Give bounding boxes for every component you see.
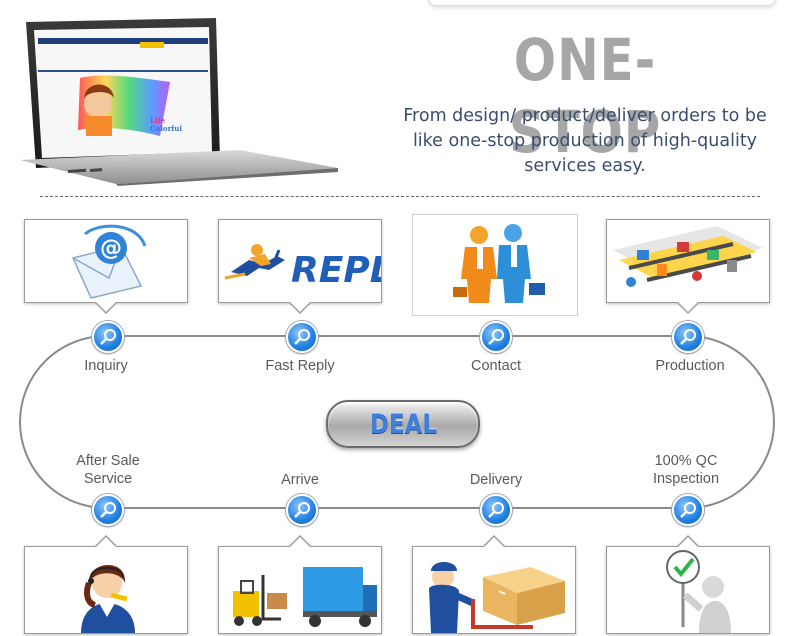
step-label-qc: 100% QC Inspection	[616, 452, 756, 488]
after-sale-line-2: Service	[83, 471, 133, 487]
after-sale-line-1: After Sale	[76, 453, 140, 469]
fast-reply-card: REPLY	[218, 219, 382, 314]
dashed-divider	[40, 196, 760, 197]
deal-label: DEAL	[369, 408, 437, 440]
delivery-node-icon	[480, 494, 512, 526]
step-label-production: Production	[655, 358, 725, 374]
step-label-delivery: Delivery	[469, 472, 523, 488]
qc-node-icon	[672, 494, 704, 526]
step-label-inquiry: Inquiry	[84, 358, 128, 374]
contact-node-icon	[480, 321, 512, 353]
deal-badge: DEAL	[326, 400, 480, 448]
factory-line-icon	[613, 226, 763, 287]
step-label-arrive: Arrive	[281, 472, 319, 488]
delivery-card	[412, 535, 576, 634]
arrive-card	[218, 535, 382, 634]
production-node-icon	[672, 321, 704, 353]
after-sale-node-icon	[92, 494, 124, 526]
forklift-truck-icon	[233, 567, 377, 627]
delivery-worker-icon	[429, 562, 565, 633]
step-label-fast-reply: Fast Reply	[265, 358, 335, 374]
step-label-after-sale: After Sale Service	[38, 452, 178, 488]
email-icon: @	[71, 224, 147, 299]
reply-text: REPLY	[291, 250, 381, 291]
after-sale-card	[24, 535, 188, 634]
inquiry-node-icon	[92, 321, 124, 353]
customer-service-icon	[81, 564, 135, 633]
laptop-screen-caption-2: Colorful	[150, 124, 183, 133]
contact-card	[412, 214, 578, 316]
description-text: From design/ product/deliver orders to b…	[403, 106, 767, 176]
qc-card	[606, 535, 770, 634]
fast-reply-node-icon	[286, 321, 318, 353]
arrive-node-icon	[286, 494, 318, 526]
qc-line-1: 100% QC	[654, 453, 718, 469]
qc-line-2: Inspection	[652, 471, 720, 487]
reply-runner-icon: REPLY	[224, 244, 381, 291]
headline: ONE-STOP	[508, 26, 662, 166]
laptop-illustration: DELL Life Colorful	[20, 18, 342, 186]
step-label-contact: Contact	[471, 358, 521, 374]
svg-text:@: @	[100, 236, 122, 261]
inquiry-card: @	[24, 219, 188, 314]
laptop-screen-caption-1: Life	[150, 116, 166, 125]
checkmark-sign-icon	[666, 550, 731, 633]
production-card	[606, 219, 770, 314]
businessmen-handshake-icon	[453, 224, 545, 303]
laptop-brand: DELL	[112, 156, 128, 163]
